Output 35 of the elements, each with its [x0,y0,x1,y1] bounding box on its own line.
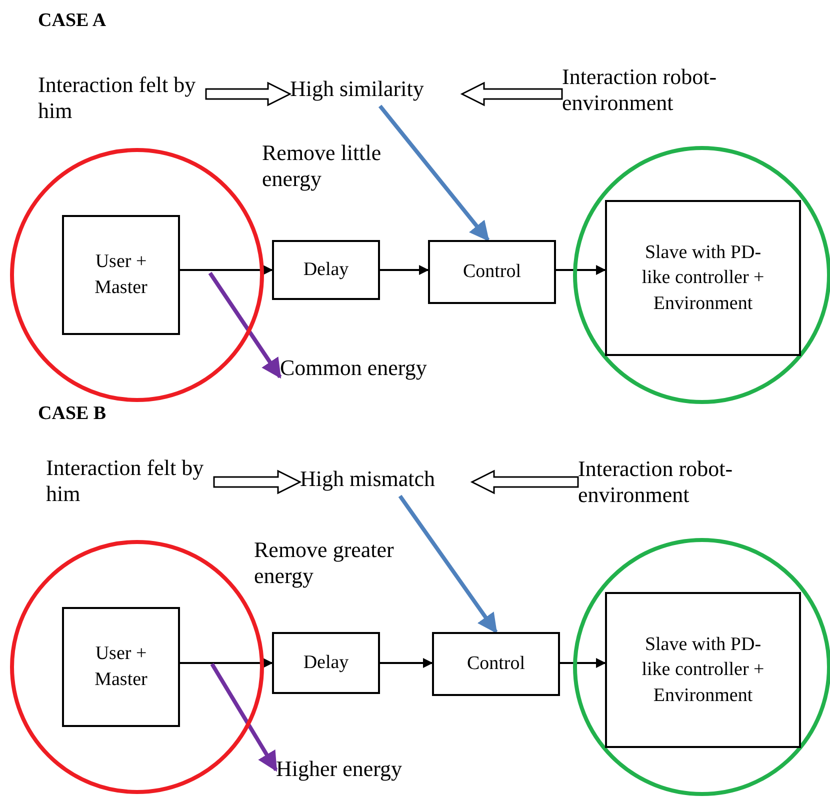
case-heading: CASE A [38,10,106,33]
process-box: User + Master [62,607,180,727]
hollow-arrow [470,470,579,494]
process-box: Delay [272,632,380,694]
hollow-arrow [205,82,292,106]
process-box: Delay [272,240,380,300]
annotation-text: Interaction robot-environment [578,456,778,514]
arrow [210,662,278,772]
process-box: Slave with PD-like controller + Environment [605,592,801,748]
annotation-text: Interaction felt by him [46,455,214,513]
arrow [560,658,606,668]
arrow [378,104,490,242]
arrow [380,658,433,668]
process-box: User + Master [62,215,180,335]
process-box: Control [428,240,556,304]
hollow-arrow [460,82,563,106]
annotation-text: High similarity [290,76,462,106]
arrow [556,265,606,275]
process-box: Control [432,632,560,696]
arrow [380,265,429,275]
arrow [398,494,498,634]
process-box: Slave with PD-like controller + Environment [605,200,801,356]
arrow [180,658,273,668]
ring-outline [573,146,830,404]
case-heading: CASE B [38,403,106,426]
arrow [208,272,282,379]
annotation-text: Interaction felt by him [38,72,206,130]
annotation-text: Higher energy [276,756,441,788]
ring-outline [573,538,830,796]
annotation-text: High mismatch [300,466,472,496]
annotation-text: Common energy [280,355,470,387]
arrow [180,265,273,275]
ring-outline [10,148,264,402]
annotation-text: Interaction robot-environment [562,64,762,122]
hollow-arrow [213,470,302,494]
